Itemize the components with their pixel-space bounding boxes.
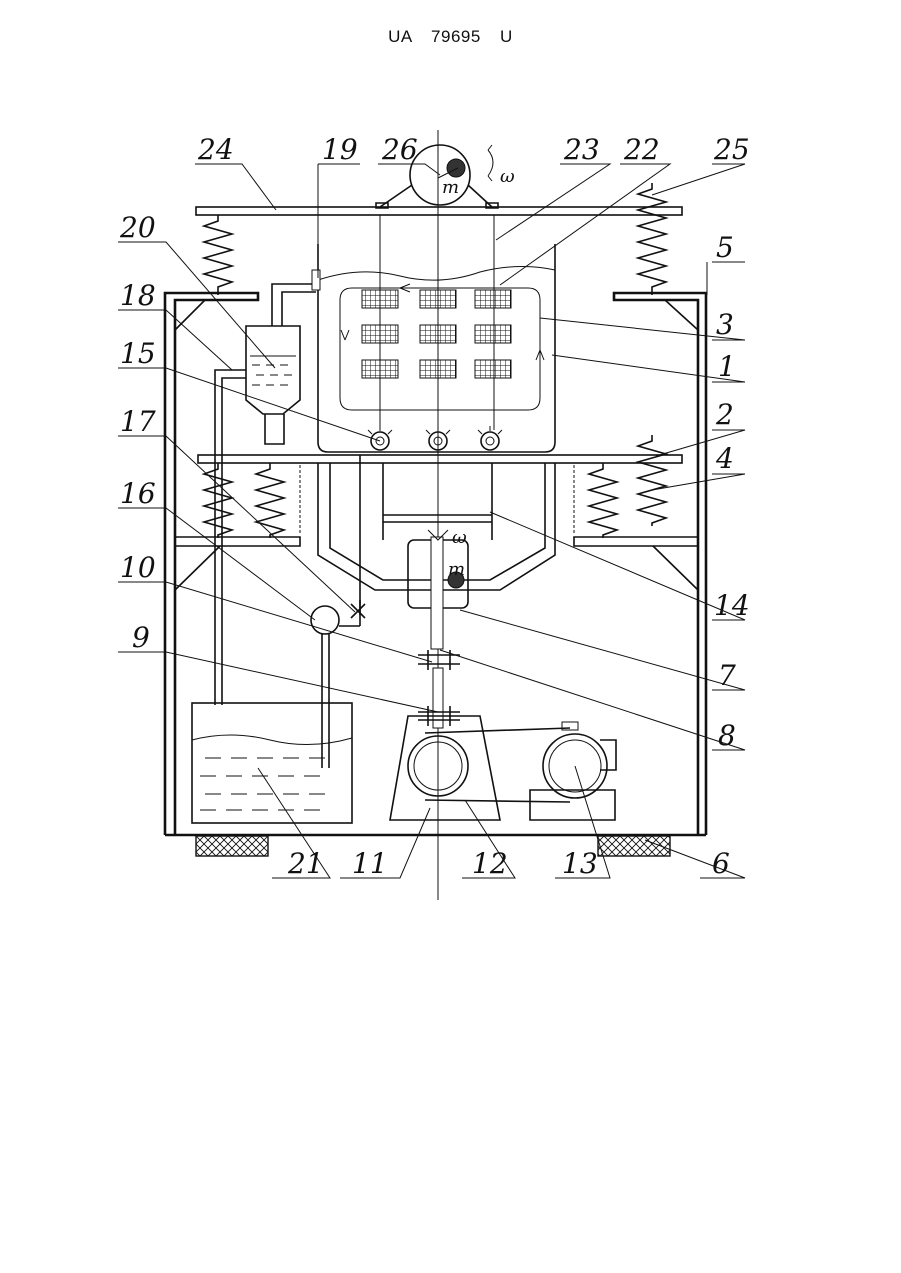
callout-7: 7 xyxy=(718,659,736,692)
omega-symbol-lower: ω xyxy=(452,527,467,548)
callout-5: 5 xyxy=(716,231,734,264)
mass-symbol: m xyxy=(442,177,459,198)
callout-17: 17 xyxy=(120,405,156,438)
motor-drive xyxy=(390,716,616,820)
callout-6: 6 xyxy=(712,847,730,880)
lower-vibrator: m ω xyxy=(408,527,468,649)
callout-15: 15 xyxy=(120,337,156,370)
callout-23: 23 xyxy=(563,133,600,166)
callout-14: 14 xyxy=(714,589,750,622)
callout-22: 22 xyxy=(623,133,660,166)
callout-9: 9 xyxy=(132,621,150,654)
callout-16: 16 xyxy=(120,477,156,510)
callout-10: 10 xyxy=(120,551,156,584)
reservoir xyxy=(192,703,352,823)
callout-20: 20 xyxy=(119,211,156,244)
vibration-platform xyxy=(198,455,682,463)
callout-19: 19 xyxy=(322,133,358,166)
parts-baskets xyxy=(362,290,511,378)
callout-4: 4 xyxy=(715,442,734,475)
callout-2: 2 xyxy=(715,398,734,431)
callout-13: 13 xyxy=(562,847,598,880)
nozzles xyxy=(368,426,502,450)
callout-11: 11 xyxy=(352,847,388,880)
callout-25: 25 xyxy=(713,133,750,166)
upper-beam xyxy=(196,207,682,215)
support-feet xyxy=(196,836,670,856)
callout-1: 1 xyxy=(718,350,736,383)
omega-symbol: ω xyxy=(500,166,515,187)
callout-8: 8 xyxy=(718,719,736,752)
callout-26: 26 xyxy=(381,133,418,166)
callout-3: 3 xyxy=(716,308,734,341)
callout-21: 21 xyxy=(287,847,324,880)
callout-12: 12 xyxy=(472,847,508,880)
callout-24: 24 xyxy=(197,133,234,166)
mass-symbol-lower: m xyxy=(448,559,465,580)
pump xyxy=(311,455,365,768)
callout-18: 18 xyxy=(120,279,156,312)
